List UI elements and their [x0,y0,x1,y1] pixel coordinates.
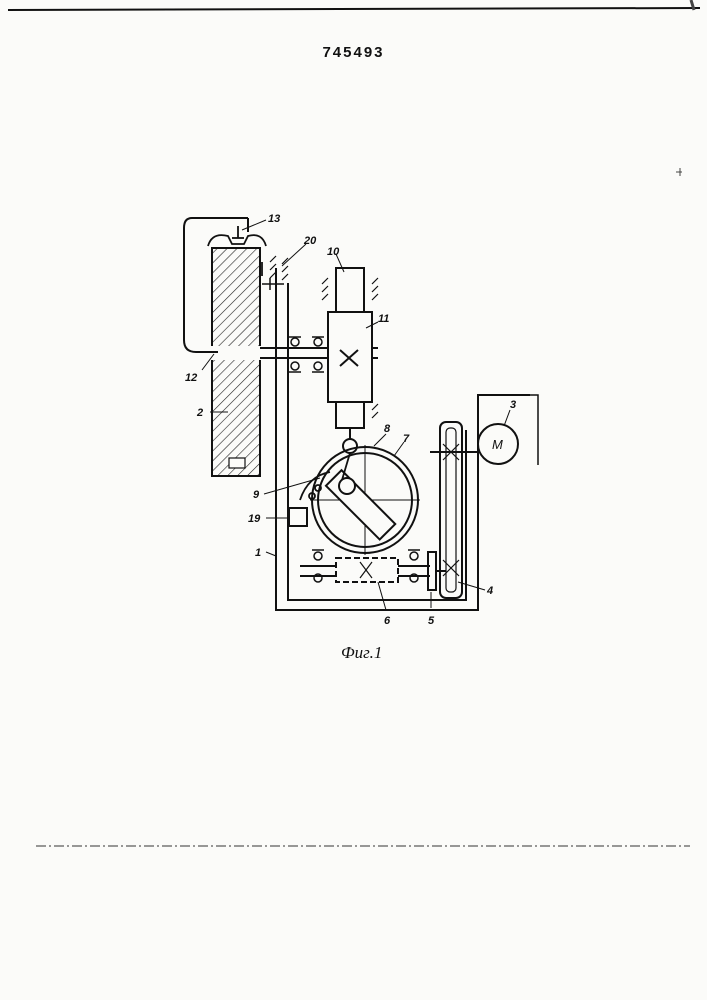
margin-marks [676,0,694,176]
label-12: 12 [185,372,197,384]
coupling [428,552,446,590]
figure-caption: Фиг.1 [341,643,382,663]
sensor-bracket [262,276,284,292]
label-3: 3 [510,399,516,411]
label-20: 20 [303,235,317,247]
bearings-main-shaft [289,337,324,372]
ground-marks-frame [270,256,288,280]
label-2: 2 [196,407,203,419]
label-1: 1 [255,547,261,559]
workpiece-slot [229,458,245,468]
label-9: 9 [253,489,260,501]
label-4: 4 [486,585,493,597]
workpiece-roll [212,248,260,476]
label-13: 13 [268,213,280,225]
label-8: 8 [384,423,391,435]
limit-block [289,508,307,526]
label-19: 19 [248,513,261,525]
crank-disc [310,445,420,555]
label-10: 10 [327,246,340,258]
label-5: 5 [428,615,435,627]
label-11: 11 [378,313,389,325]
top-border-line [8,8,700,10]
label-6: 6 [384,615,391,627]
vertical-rack [328,268,372,453]
label-7: 7 [403,433,410,445]
motor-symbol: M [492,437,503,452]
